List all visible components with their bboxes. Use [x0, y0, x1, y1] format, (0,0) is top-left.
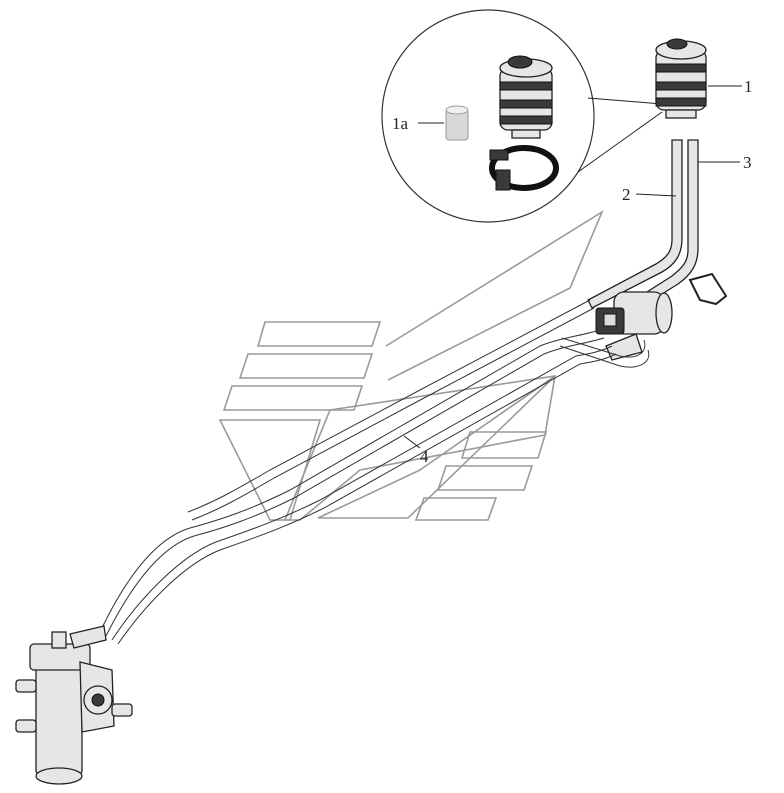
leader-4 [403, 435, 421, 449]
watermark-logo [218, 209, 604, 521]
callout-2: 3 [743, 153, 752, 172]
steering-gear [15, 625, 133, 785]
callout-1a: 1a [392, 114, 409, 133]
leader-3 [635, 193, 677, 197]
oil-reservoir [655, 38, 707, 119]
detail-view-circle [381, 9, 663, 223]
callout-1: 1 [744, 77, 753, 96]
filter-element [445, 105, 469, 141]
power-steering-pump [595, 291, 673, 361]
reservoir-detail [499, 55, 553, 139]
pressure-hoses [99, 299, 650, 645]
gasket [688, 272, 728, 306]
callout-3: 2 [622, 185, 631, 204]
clamp-bracket [489, 145, 559, 191]
callout-4: 4 [420, 447, 429, 466]
